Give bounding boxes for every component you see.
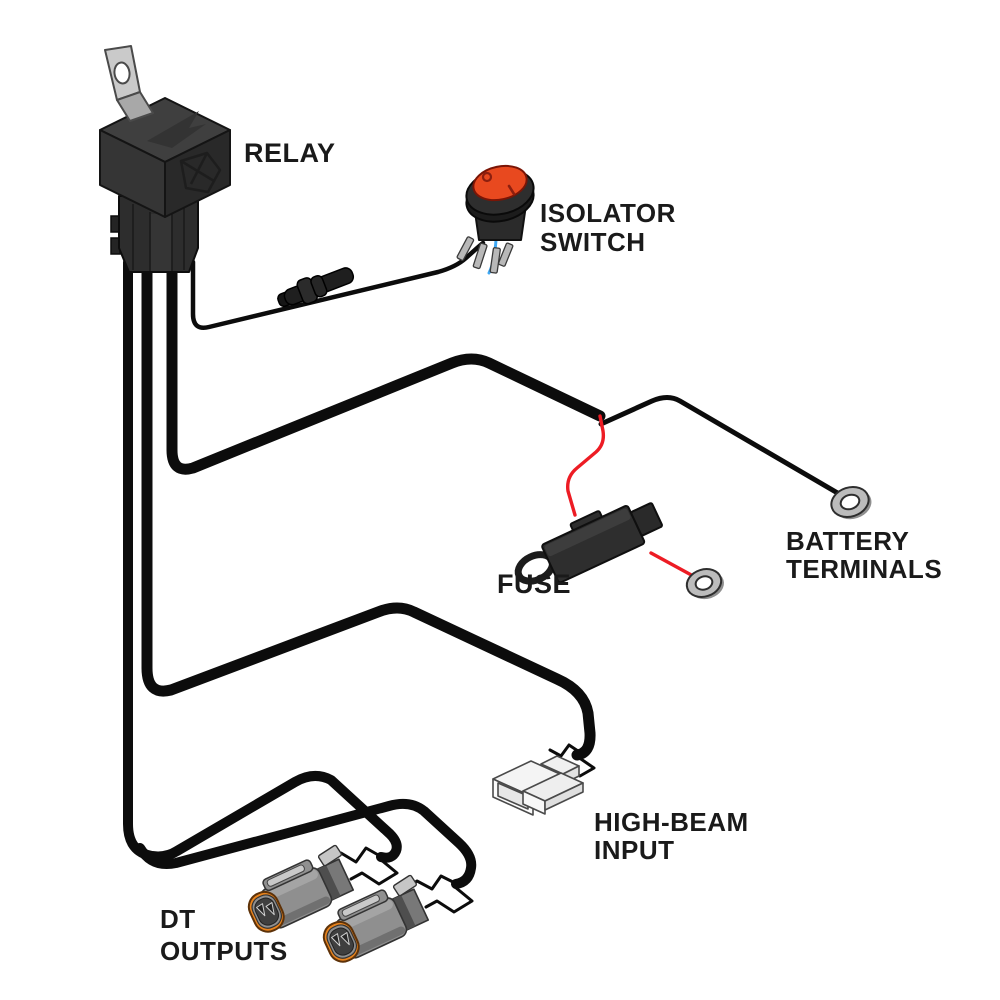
- high-beam-wire: [141, 256, 596, 761]
- switch-pins: [456, 236, 514, 274]
- dt-cavity-1: [331, 933, 341, 947]
- inline-barrel-connector: [277, 267, 355, 308]
- isolator-switch-label-line2: SWITCH: [540, 227, 646, 257]
- bracket-bend: [116, 91, 154, 122]
- ring-hole: [694, 575, 714, 591]
- switch-wire: [190, 240, 486, 330]
- dt-latch-tab: [266, 864, 305, 887]
- switch-on-marking: [507, 184, 516, 196]
- switch-pin-1: [456, 236, 475, 261]
- fuse-holder: [514, 502, 663, 585]
- switch-pin-4: [497, 242, 514, 267]
- relay-mounting-bracket: [104, 45, 154, 122]
- dt1-pigtail-black: [349, 857, 399, 886]
- battery-ring-terminal-lower: [685, 568, 724, 600]
- high-beam-input-label-line1: HIGH-BEAM: [594, 807, 749, 837]
- harness-wires: [123, 240, 844, 889]
- barrel-ring-small: [310, 275, 328, 298]
- dt-output-wire-b: [135, 798, 477, 889]
- fuse-output-wire-red: [649, 551, 697, 579]
- bracket-hole: [113, 61, 131, 85]
- dt2-pigtail-black: [424, 885, 474, 914]
- ground-wire: [598, 395, 844, 498]
- battery-terminals-label-line1: BATTERY: [786, 526, 909, 556]
- dt-output-wire-a: [123, 257, 402, 863]
- dt-cavity-1: [256, 903, 266, 917]
- dt-body-shade: [274, 896, 331, 927]
- battery-ring-terminal-upper: [830, 486, 872, 520]
- relay: [99, 45, 231, 273]
- fuse-label: FUSE: [497, 569, 571, 599]
- dt-rear-stripe: [318, 865, 341, 900]
- switch-pin-2: [472, 242, 488, 270]
- dt-connector-1: [247, 844, 355, 933]
- relay-arrow-logo: [147, 111, 206, 148]
- hb-lower-side: [544, 782, 584, 811]
- dt-wedge-tab: [392, 874, 417, 897]
- socket-facet: [150, 214, 172, 271]
- relay-gem-logo: [179, 151, 222, 194]
- isolator-switch: [456, 164, 535, 275]
- relay-socket: [110, 195, 199, 273]
- dt-connector-2: [322, 874, 430, 963]
- dt-rear-stripe: [393, 895, 416, 930]
- dt-latch-tab: [341, 894, 380, 917]
- ring-hole: [839, 493, 861, 511]
- fuse-input-wire-red: [566, 414, 606, 517]
- hb-shell-opening: [497, 782, 529, 810]
- dt-wedge-tab: [317, 844, 342, 867]
- socket-grooves: [132, 204, 185, 271]
- switch-off-marking: [481, 171, 493, 183]
- isolator-switch-label-line1: ISOLATOR: [540, 198, 676, 228]
- high-beam-input-label-line2: INPUT: [594, 835, 675, 865]
- dt-body-highlight: [262, 869, 318, 901]
- high-beam-connector: [492, 755, 584, 816]
- dt-outputs-label-line2: OUTPUTS: [160, 936, 288, 966]
- dt-body-highlight: [337, 899, 393, 931]
- fuse-head: [630, 502, 663, 537]
- dt-outputs-label-line1: DT: [160, 904, 196, 934]
- switch-pin-3: [489, 247, 501, 274]
- relay-label: RELAY: [244, 138, 336, 168]
- battery-feed-wire: [166, 256, 606, 475]
- labels: RELAY ISOLATOR SWITCH FUSE BATTERY TERMI…: [160, 138, 942, 966]
- battery-terminals-label-line2: TERMINALS: [786, 554, 942, 584]
- dt-cavity-2: [265, 902, 275, 916]
- fuse-body-highlight: [544, 508, 631, 557]
- dt-cavity-2: [340, 932, 350, 946]
- hb-lower-front: [522, 790, 546, 815]
- dt-body-shade: [349, 926, 406, 957]
- high-beam-pigtail-red: [548, 743, 580, 758]
